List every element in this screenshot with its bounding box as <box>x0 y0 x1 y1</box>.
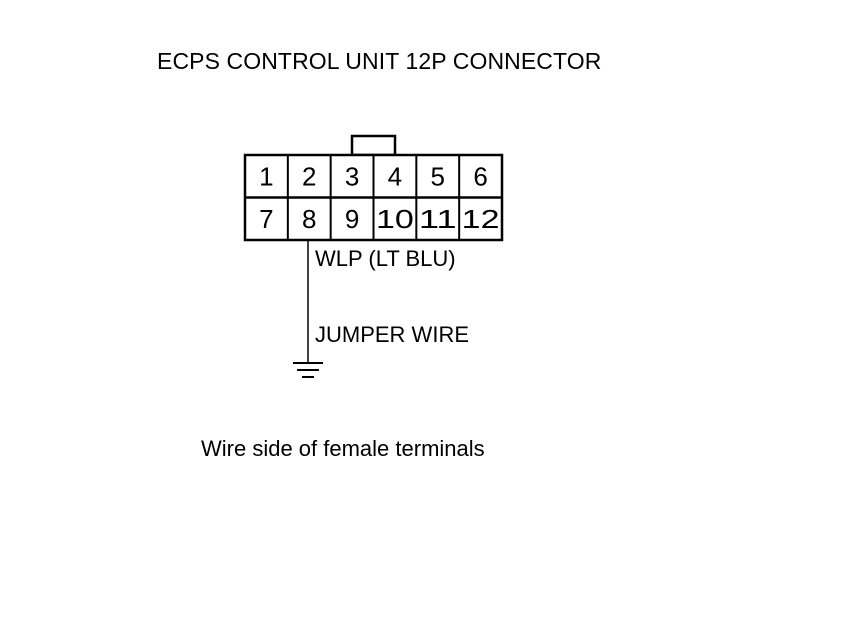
ground-icon <box>293 362 323 378</box>
pin-10-label: 10 <box>376 204 414 234</box>
diagram-title: ECPS CONTROL UNIT 12P CONNECTOR <box>157 48 602 74</box>
pin-6-label: 6 <box>473 161 487 191</box>
pin-12-label: 12 <box>462 204 500 234</box>
connector-lock-tab <box>350 134 397 157</box>
pin-3-label: 3 <box>345 161 359 191</box>
pin-5-label: 5 <box>431 161 445 191</box>
pin-8-label: 8 <box>302 204 316 234</box>
pin-7-label: 7 <box>259 204 273 234</box>
pin-9-label: 9 <box>345 204 359 234</box>
pin-11-label: 11 <box>419 204 457 234</box>
jumper-wire-label: JUMPER WIRE <box>315 322 469 347</box>
pin-2-label: 2 <box>302 161 316 191</box>
terminal-side-caption: Wire side of female terminals <box>201 436 485 461</box>
connector-grid <box>245 155 502 240</box>
pin-4-label: 4 <box>388 161 402 191</box>
wire-color-label: WLP (LT BLU) <box>315 246 456 271</box>
pin-1-label: 1 <box>259 161 273 191</box>
